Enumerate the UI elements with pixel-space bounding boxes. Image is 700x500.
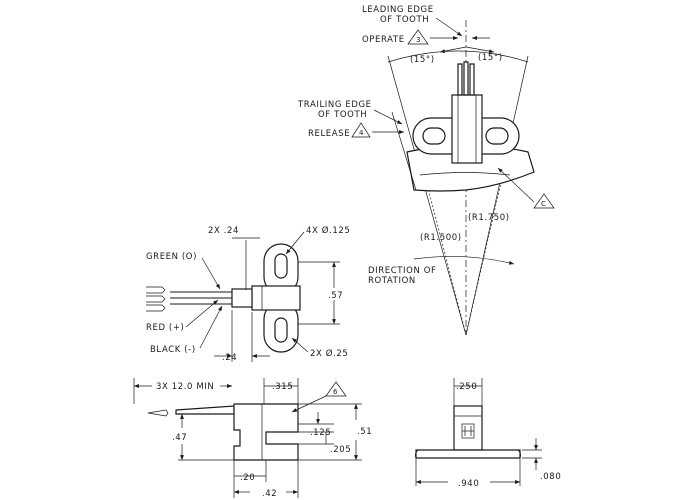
release-note-number: 4 xyxy=(359,129,364,137)
middle-neck xyxy=(231,288,253,308)
ray-left xyxy=(387,55,467,336)
note-c-text: C xyxy=(541,200,546,208)
middle-view: 2X .24 4X Ø.125 GREEN (O) RED (+) BLACK … xyxy=(146,225,350,363)
red-leader xyxy=(185,299,219,328)
green-label: GREEN (O) xyxy=(146,252,197,262)
operate-label: OPERATE xyxy=(362,35,405,45)
angle-right-label: (15°) xyxy=(478,53,503,63)
wire-tip-3 xyxy=(146,304,166,312)
rotor-inner-edge xyxy=(419,172,511,176)
release-note-triangle xyxy=(351,122,371,138)
lead-3 xyxy=(469,63,475,96)
dim-51: .51 xyxy=(357,427,372,437)
angle-tick-l xyxy=(439,46,467,53)
note-6-triangle xyxy=(325,381,347,397)
dim-3x-min: 3X 12.0 MIN xyxy=(156,382,214,392)
dim-42: .42 xyxy=(262,489,277,499)
dim-2x-24: 2X .24 xyxy=(208,226,239,236)
lower-ear-slot xyxy=(274,317,288,343)
front-flange-left xyxy=(414,449,419,459)
dim-250: .250 xyxy=(456,382,477,392)
trailing-edge-leader xyxy=(373,109,403,125)
wire-tip-2 xyxy=(146,295,166,303)
angle-tick-r xyxy=(465,46,495,54)
dim-20: .20 xyxy=(240,473,255,483)
green-leader xyxy=(201,257,221,290)
operate-note-triangle xyxy=(407,29,429,45)
dim-205: .205 xyxy=(330,445,351,455)
leading-edge-line1: LEADING EDGE xyxy=(362,5,434,15)
dim-125: .125 xyxy=(310,428,331,438)
mount-slot-right xyxy=(485,127,509,145)
dim-57: .57 xyxy=(328,291,343,301)
dim-080: .080 xyxy=(540,472,561,482)
radius-outer: (R1.750) xyxy=(468,213,510,223)
angle-left-label: (15°) xyxy=(410,55,435,65)
red-label: RED (+) xyxy=(146,323,184,333)
wire-tip-1 xyxy=(146,286,166,294)
sweep-left xyxy=(421,164,467,336)
note-c-triangle xyxy=(533,193,555,209)
black-leader xyxy=(199,305,223,349)
direction-line1: DIRECTION OF xyxy=(368,266,437,276)
dim-4x-dia: 4X Ø.125 xyxy=(306,225,350,236)
front-flange-right xyxy=(517,449,522,459)
radius-inner: (R1.500) xyxy=(420,233,462,243)
upper-ear-slot xyxy=(274,253,288,279)
leading-edge-leader xyxy=(435,17,463,37)
note-c-leader xyxy=(497,167,535,203)
bottom-right-view: .250 .940 .080 xyxy=(414,378,561,489)
leading-edge-line2: OF TOOTH xyxy=(380,15,429,25)
top-view: LEADING EDGE OF TOOTH OPERATE 3 (15°) (1… xyxy=(297,5,555,336)
release-label: RELEASE xyxy=(308,129,350,139)
angle-arc xyxy=(387,50,529,63)
lead-1 xyxy=(457,63,463,96)
operate-note-number: 3 xyxy=(416,36,420,44)
side-wire-tip xyxy=(147,409,169,417)
dim-47: .47 xyxy=(172,433,187,443)
sweep-right xyxy=(465,164,506,336)
side-lead xyxy=(175,405,235,415)
direction-line2: ROTATION xyxy=(368,276,416,286)
dim-24-bottom: .24 xyxy=(222,353,237,363)
rotation-arrow xyxy=(413,256,515,265)
front-housing xyxy=(453,405,483,451)
release-dim-line xyxy=(391,111,417,191)
trailing-edge-line2: OF TOOTH xyxy=(318,110,367,120)
lead-2 xyxy=(463,61,469,96)
black-label: BLACK (-) xyxy=(150,345,196,355)
bottom-left-view: 3X 12.0 MIN .315 6 .47 .125 .205 xyxy=(133,378,372,499)
dim-315: .315 xyxy=(272,382,293,392)
note-6-text: 6 xyxy=(333,388,338,396)
dim-2x-dia-leader xyxy=(291,337,309,353)
sensor-housing xyxy=(451,94,483,164)
dim-2x-dia: 2X Ø.25 xyxy=(310,348,348,359)
mount-slot-left xyxy=(422,127,446,145)
dim-4x-dia-leader xyxy=(285,231,305,255)
trailing-edge-line1: TRAILING EDGE xyxy=(297,100,372,110)
ray-right xyxy=(465,55,529,336)
dim-940: .940 xyxy=(458,479,479,489)
side-body xyxy=(233,403,299,461)
front-flange xyxy=(415,449,521,459)
middle-body xyxy=(251,285,301,311)
